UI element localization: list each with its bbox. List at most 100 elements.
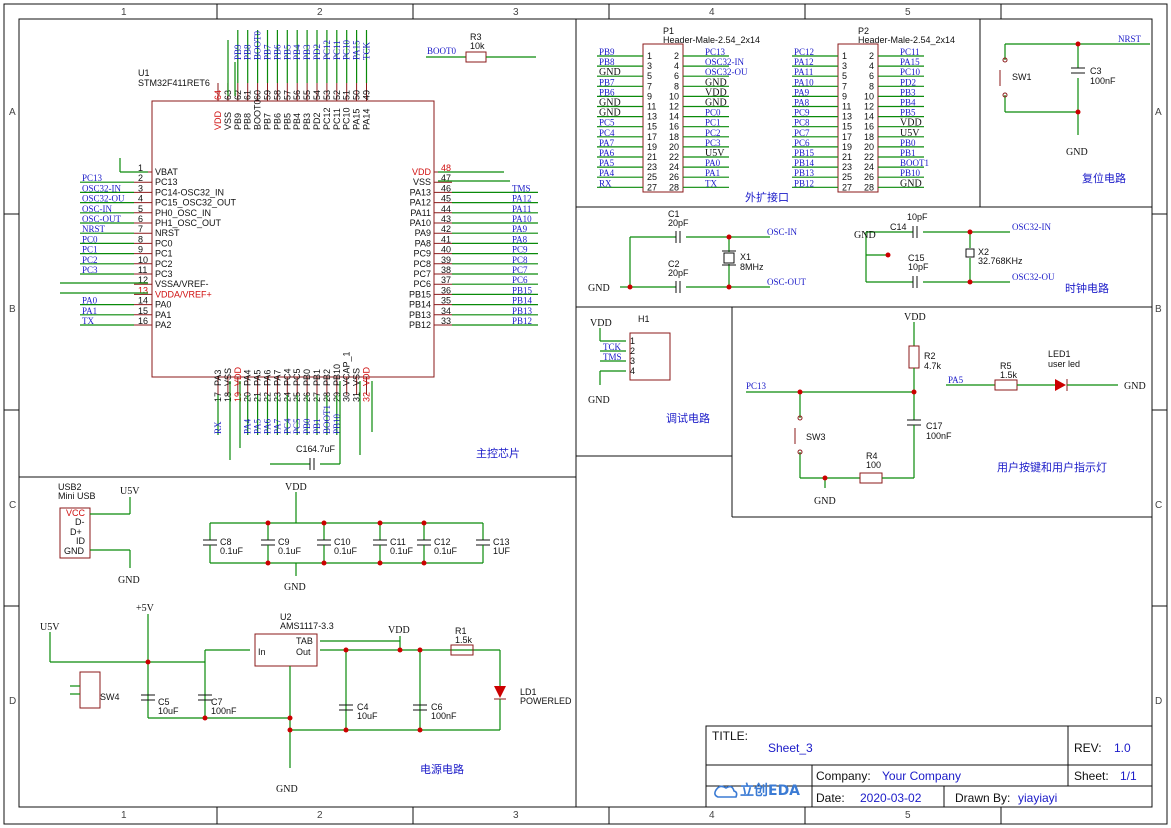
header-net-right: GND bbox=[705, 98, 727, 109]
mcu-pin-num: 52 bbox=[332, 90, 342, 100]
rev-label: REV: bbox=[1074, 741, 1102, 755]
header-net-left: PA11 bbox=[794, 67, 813, 77]
mcu-net-label: PC5 bbox=[292, 418, 302, 434]
clock-x1-val: 8MHz bbox=[740, 262, 764, 272]
mcu-pin-num: 57 bbox=[282, 90, 292, 100]
mcu-net-label: PC1 bbox=[82, 245, 98, 255]
frame-row-A-right: A bbox=[1155, 107, 1162, 118]
header-pin-num: 15 bbox=[842, 122, 852, 132]
header-pin-num: 6 bbox=[674, 71, 679, 81]
mcu-pin-name: PC7 bbox=[413, 269, 431, 279]
mcu-pin-num: 53 bbox=[322, 90, 332, 100]
mcu-net-label: PB5 bbox=[282, 44, 292, 60]
mcu-pin-num: 64 bbox=[213, 90, 223, 100]
mcu-cap-ref: C16 bbox=[296, 444, 313, 454]
mcu-pin-name: PB4 bbox=[292, 113, 302, 130]
mcu-pin-name: VSSA/VREF- bbox=[155, 279, 209, 289]
power-c4-val: 10uF bbox=[357, 711, 378, 721]
mcu-pin-name: VSS bbox=[352, 368, 362, 386]
header-pin-num: 23 bbox=[842, 162, 852, 172]
power-r1-val: 1.5k bbox=[455, 635, 473, 645]
header-net-right: PB1 bbox=[900, 148, 916, 158]
clock-c15-val: 10pF bbox=[908, 262, 929, 272]
clock-gnd-left: GND bbox=[588, 283, 610, 294]
header-pin-num: 26 bbox=[864, 172, 874, 182]
reset-net: NRST bbox=[1118, 34, 1142, 44]
cap-ref: C12 bbox=[434, 537, 451, 547]
mcu-net-label: PA5 bbox=[253, 418, 263, 434]
mcu-pin-name: PC1 bbox=[155, 249, 173, 259]
decoupling-caps: C80.1uFC90.1uFC100.1uFC110.1uFC120.1uFC1… bbox=[203, 520, 511, 566]
header-net-right: PC1 bbox=[705, 118, 721, 128]
header-pin-num: 16 bbox=[669, 122, 679, 132]
header-pin-num: 20 bbox=[864, 142, 874, 152]
clock-c1-ref: C1 bbox=[668, 209, 680, 219]
header-pin-num: 25 bbox=[842, 172, 852, 182]
header-net-right: U5V bbox=[705, 148, 725, 159]
mcu-pin-name: PH0_OSC_IN bbox=[155, 208, 211, 218]
power-circuit: C80.1uFC90.1uFC100.1uFC110.1uFC120.1uFC1… bbox=[49, 492, 511, 768]
mcu-net-label: PB4 bbox=[292, 44, 302, 60]
mcu-pin-num: 1 bbox=[138, 163, 143, 173]
mcu-pin-name: VDD bbox=[233, 366, 243, 386]
frame-row-A: A bbox=[9, 107, 16, 118]
header-net-right: GND bbox=[705, 77, 727, 88]
header-net-right: PB5 bbox=[900, 108, 916, 118]
header-net-right: TX bbox=[705, 178, 717, 188]
mcu-pin-name: PA5 bbox=[253, 370, 263, 386]
usb-gnd: GND bbox=[118, 575, 140, 586]
mcu-pin-name: PA4 bbox=[243, 370, 253, 386]
header-pin-num: 2 bbox=[674, 51, 679, 61]
mcu-pin-num: 49 bbox=[362, 90, 372, 100]
mcu-pin-name: PA7 bbox=[272, 370, 282, 386]
section-title-reset: 复位电路 bbox=[1082, 171, 1126, 185]
mcu-net-label: PA11 bbox=[512, 204, 531, 214]
mcu-net-label: PB6 bbox=[272, 44, 282, 60]
header-pin-num: 14 bbox=[669, 112, 679, 122]
mcu-net-label: PB15 bbox=[512, 285, 533, 295]
user-r5-val: 1.5k bbox=[1000, 370, 1018, 380]
clock-c14-val: 10pF bbox=[907, 212, 928, 222]
mcu-net-label: OSC-IN bbox=[82, 204, 113, 214]
clock-c2-ref: C2 bbox=[668, 259, 680, 269]
debug-tck: TCK bbox=[603, 342, 622, 352]
header-pin-num: 25 bbox=[647, 172, 657, 182]
mcu-pin-num: 3 bbox=[138, 183, 143, 193]
header-part: Header-Male-2.54_2x14 bbox=[858, 35, 955, 45]
header-net-right: PA0 bbox=[705, 158, 721, 168]
sheet-label: Sheet: bbox=[1074, 769, 1109, 783]
usb-pin-dp: D+ bbox=[70, 527, 82, 537]
mcu-pin-num: 6 bbox=[138, 214, 143, 224]
mcu-pin-num: 2 bbox=[138, 173, 143, 183]
usb-pin-gnd: GND bbox=[64, 546, 85, 556]
mcu-pin-name: PA2 bbox=[155, 320, 171, 330]
clock-osc32-out: OSC32-OU bbox=[1012, 272, 1055, 282]
reset-cap-ref: C3 bbox=[1090, 66, 1102, 76]
mcu-pin-num: 61 bbox=[243, 90, 253, 100]
drawn-label: Drawn By: bbox=[955, 791, 1010, 805]
section-title-mcu: 主控芯片 bbox=[476, 446, 520, 460]
clock-c14-ref: C14 bbox=[890, 222, 907, 232]
cap-val: 0.1uF bbox=[334, 546, 358, 556]
header-pin-num: 1 bbox=[842, 51, 847, 61]
mcu-part: STM32F411RET6 bbox=[138, 78, 210, 88]
mcu-pin-name: PB7 bbox=[263, 113, 273, 130]
clock-gnd-right: GND bbox=[854, 230, 876, 241]
header-net-left: PB15 bbox=[794, 148, 815, 158]
header-net-right: VDD bbox=[900, 118, 922, 129]
mcu-pin-name: PA10 bbox=[410, 218, 431, 228]
section-title-debug: 调试电路 bbox=[666, 412, 710, 425]
mcu-pin-num: 8 bbox=[138, 234, 143, 244]
mcu-pin-num: 48 bbox=[441, 163, 451, 173]
header-pin-num: 19 bbox=[647, 142, 657, 152]
mcu-net-label: PC4 bbox=[282, 418, 292, 434]
usb-ref: USB2 bbox=[58, 482, 82, 492]
header-net-left: GND bbox=[599, 67, 621, 78]
mcu-pin-num: 10 bbox=[138, 255, 148, 265]
mcu-pin-name: PA12 bbox=[410, 198, 431, 208]
frame-col-1-bottom: 1 bbox=[121, 810, 127, 821]
mcu-pin-name: PB14 bbox=[409, 300, 431, 310]
